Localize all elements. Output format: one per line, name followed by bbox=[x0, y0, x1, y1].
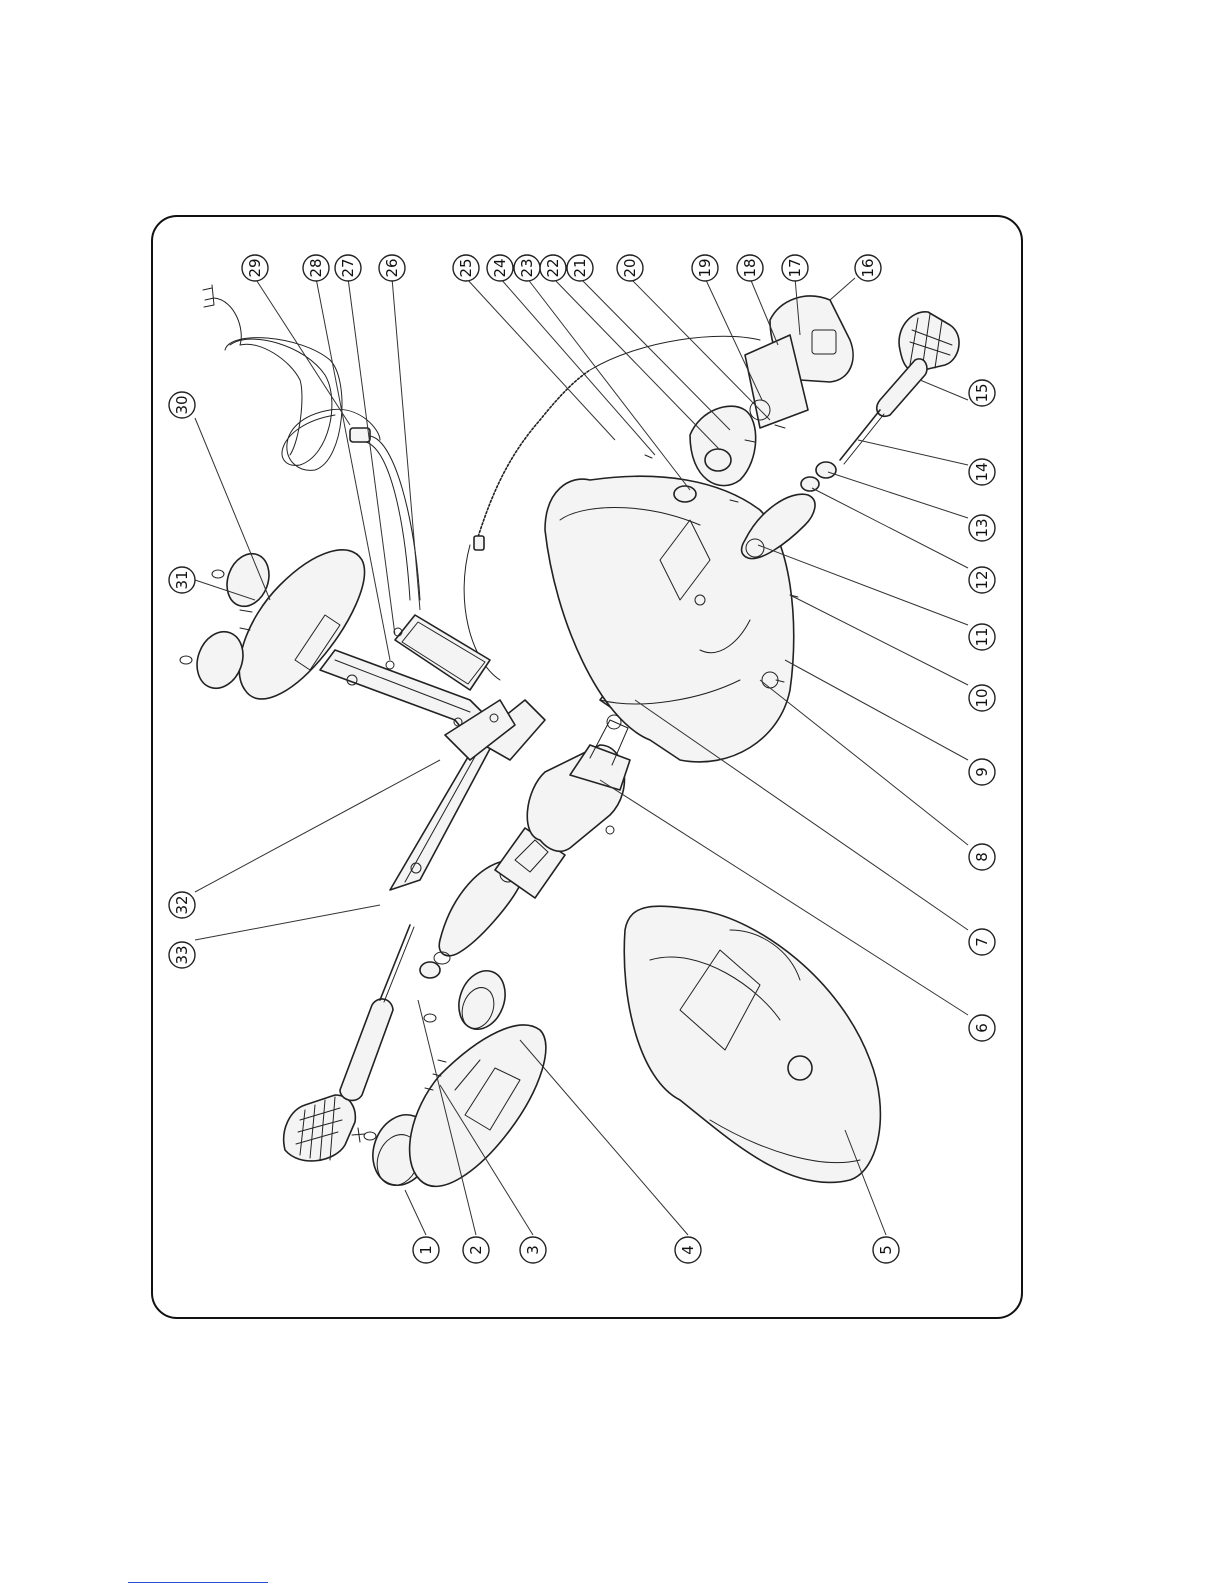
svg-text:25: 25 bbox=[457, 258, 475, 277]
svg-text:16: 16 bbox=[859, 258, 877, 277]
power-cord bbox=[203, 285, 420, 600]
callout-13: 13 bbox=[969, 515, 995, 541]
callout-29: 29 bbox=[242, 255, 268, 281]
footer-rule bbox=[128, 1582, 268, 1583]
svg-text:13: 13 bbox=[973, 518, 991, 537]
svg-text:30: 30 bbox=[173, 395, 191, 414]
callout-9: 9 bbox=[969, 759, 995, 785]
callout-11: 11 bbox=[969, 624, 995, 650]
callout-33: 33 bbox=[169, 942, 195, 968]
svg-text:10: 10 bbox=[973, 688, 991, 707]
callout-24: 24 bbox=[487, 255, 513, 281]
callout-27: 27 bbox=[335, 255, 361, 281]
svg-text:29: 29 bbox=[246, 258, 264, 277]
motor-unit bbox=[527, 715, 630, 851]
callout-10: 10 bbox=[969, 685, 995, 711]
callout-8: 8 bbox=[969, 844, 995, 870]
callout-3: 3 bbox=[520, 1237, 546, 1263]
svg-text:14: 14 bbox=[973, 462, 991, 481]
callout-25: 25 bbox=[453, 255, 479, 281]
callout-15: 15 bbox=[969, 380, 995, 406]
callout-26: 26 bbox=[379, 255, 405, 281]
callout-6: 6 bbox=[969, 1015, 995, 1041]
callout-7: 7 bbox=[969, 929, 995, 955]
callout-16: 16 bbox=[855, 255, 881, 281]
svg-text:17: 17 bbox=[786, 258, 804, 277]
right-handle-grip bbox=[840, 312, 959, 464]
svg-text:11: 11 bbox=[973, 627, 991, 646]
svg-text:1: 1 bbox=[417, 1245, 435, 1255]
callout-21: 21 bbox=[567, 255, 593, 281]
svg-text:26: 26 bbox=[383, 258, 401, 277]
callout-18: 18 bbox=[737, 255, 763, 281]
callout-20: 20 bbox=[617, 255, 643, 281]
callout-2: 2 bbox=[463, 1237, 489, 1263]
inner-shroud bbox=[545, 476, 794, 762]
callout-4: 4 bbox=[675, 1237, 701, 1263]
svg-text:31: 31 bbox=[173, 570, 191, 589]
svg-text:27: 27 bbox=[339, 258, 357, 277]
callout-31: 31 bbox=[169, 567, 195, 593]
svg-text:3: 3 bbox=[524, 1245, 542, 1255]
svg-text:24: 24 bbox=[491, 258, 509, 277]
svg-text:28: 28 bbox=[307, 258, 325, 277]
svg-text:12: 12 bbox=[973, 570, 991, 589]
svg-text:33: 33 bbox=[173, 945, 191, 964]
svg-text:7: 7 bbox=[973, 937, 991, 947]
svg-text:22: 22 bbox=[544, 258, 562, 277]
callout-19: 19 bbox=[692, 255, 718, 281]
svg-text:21: 21 bbox=[571, 258, 589, 277]
svg-text:5: 5 bbox=[877, 1245, 895, 1255]
svg-text:20: 20 bbox=[621, 258, 639, 277]
svg-text:8: 8 bbox=[973, 852, 991, 862]
callout-30: 30 bbox=[169, 392, 195, 418]
svg-text:15: 15 bbox=[973, 383, 991, 402]
svg-text:18: 18 bbox=[741, 258, 759, 277]
callout-12: 12 bbox=[969, 567, 995, 593]
svg-text:19: 19 bbox=[696, 258, 714, 277]
callout-22: 22 bbox=[540, 255, 566, 281]
svg-text:23: 23 bbox=[518, 258, 536, 277]
svg-text:9: 9 bbox=[973, 767, 991, 777]
callout-1: 1 bbox=[413, 1237, 439, 1263]
outer-shroud bbox=[624, 906, 880, 1182]
callout-28: 28 bbox=[303, 255, 329, 281]
svg-text:4: 4 bbox=[679, 1245, 697, 1255]
svg-text:6: 6 bbox=[973, 1023, 991, 1033]
callout-14: 14 bbox=[969, 459, 995, 485]
callout-17: 17 bbox=[782, 255, 808, 281]
callout-23: 23 bbox=[514, 255, 540, 281]
svg-text:2: 2 bbox=[467, 1245, 485, 1255]
callout-32: 32 bbox=[169, 892, 195, 918]
callout-5: 5 bbox=[873, 1237, 899, 1263]
svg-text:32: 32 bbox=[173, 895, 191, 914]
